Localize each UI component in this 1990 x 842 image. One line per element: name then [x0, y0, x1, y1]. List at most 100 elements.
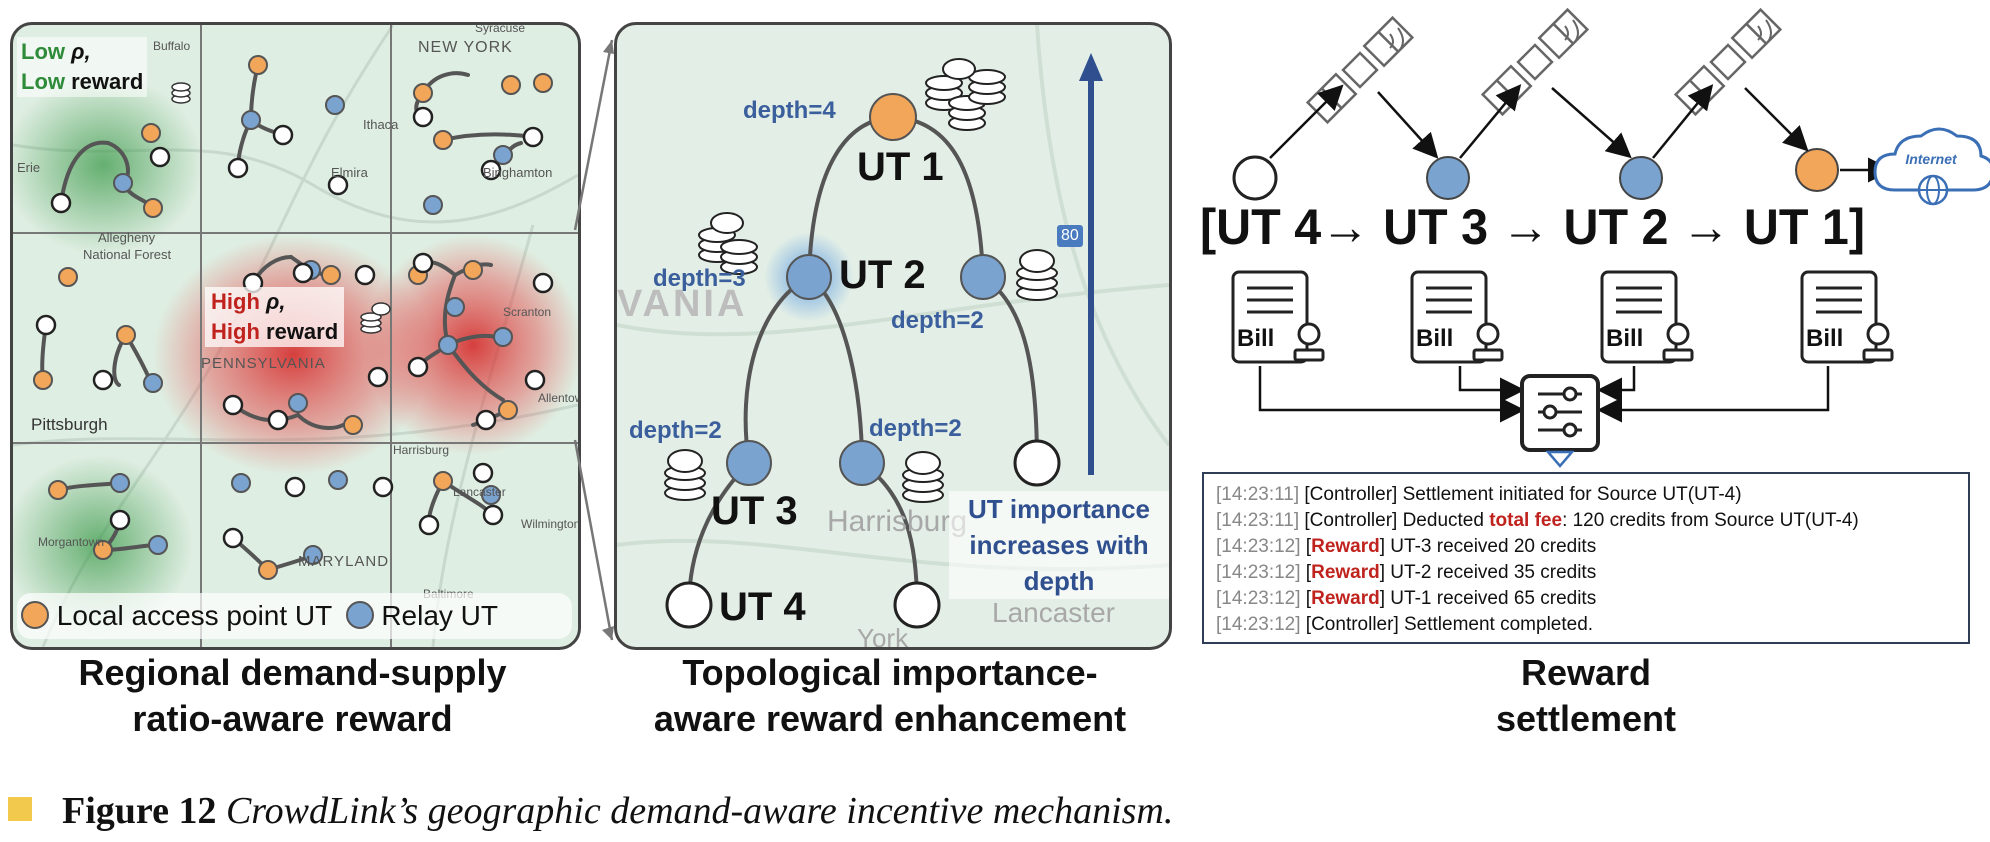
legend-relay-label: Relay UT	[381, 600, 499, 631]
map-label-erie: Erie	[17, 160, 41, 175]
log-timestamp: [14:23:12]	[1216, 536, 1301, 557]
log-text: [Controller] Settlement initiated for So…	[1299, 484, 1742, 505]
bill-label-2: Bill	[1416, 325, 1453, 352]
map-label-harrisburg: Harrisburg	[393, 443, 450, 457]
ut4-label: UT 4	[719, 585, 806, 629]
log-text: [Controller] Deducted	[1299, 510, 1490, 531]
log-line-2: [14:23:11] [Controller] Deducted total f…	[1216, 508, 1956, 534]
chain-ut3-node	[1426, 156, 1470, 200]
right-caption-line1: Reward	[1520, 652, 1652, 693]
log-timestamp: [14:23:11]	[1216, 484, 1300, 505]
map-label-allentown: Allentown	[538, 391, 578, 405]
log-line-5: [14:23:12] [Reward] UT-1 received 65 cre…	[1216, 586, 1956, 612]
depth3-label: depth=3	[653, 265, 746, 292]
log-timestamp: [14:23:11]	[1216, 510, 1300, 531]
chain-ut4-node	[1232, 155, 1278, 201]
high-word: High	[211, 289, 260, 314]
importance-text: UT importance increases with depth	[949, 491, 1169, 599]
chain-text: [UT 4→ UT 3 → UT 2 → UT 1]	[1200, 199, 1865, 255]
figure-caption: Figure 12 CrowdLink’s geographic demand-…	[8, 788, 1173, 834]
high-demand-glow-2	[363, 235, 578, 455]
region-grid	[13, 25, 578, 647]
ut3-sibling-node	[839, 440, 885, 486]
satellite-icon-3	[1673, 7, 1783, 117]
depth2-mid-label: depth=2	[869, 415, 962, 442]
coin-stack-icon-depth2-mid	[902, 451, 944, 503]
settlement-diagram: Internet [UT 4→ UT 3 → UT 2 → UT 1] Bill…	[1200, 7, 1990, 468]
log-highlight: Reward	[1311, 588, 1380, 609]
map-label-binghamton: Binghamton	[483, 165, 553, 180]
topology-panel: VANIA Harrisburg Lancaster York 80 depth…	[614, 22, 1172, 650]
ut2-label: UT 2	[839, 253, 926, 297]
left-caption-line2: ratio-aware reward	[132, 698, 453, 739]
controller-settings-icon	[1520, 374, 1600, 468]
rho-symbol: ρ,	[71, 39, 91, 64]
importance-line3: depth	[1023, 566, 1095, 596]
internet-cloud-icon	[1873, 127, 1990, 206]
log-line-3: [14:23:12] [Reward] UT-3 received 20 cre…	[1216, 534, 1956, 560]
chain-ut2-node	[1619, 156, 1663, 200]
middle-caption-line1: Topological importance-	[682, 652, 1098, 693]
log-highlight: total fee	[1489, 510, 1563, 531]
log-text: [	[1300, 588, 1312, 609]
bg-label-vania: VANIA	[617, 283, 748, 325]
left-caption: Regional demand-supply ratio-aware rewar…	[10, 650, 575, 742]
map-label-scranton: Scranton	[503, 305, 552, 319]
map-label-elmira: Elmira	[331, 165, 368, 180]
low-rho-label: Low ρ, Low reward	[17, 37, 148, 97]
map-label-lancaster: Lancaster	[453, 485, 506, 499]
log-line-6: [14:23:12] [Controller] Settlement compl…	[1216, 612, 1956, 638]
importance-line1: UT importance	[967, 494, 1151, 524]
low-word-2: Low	[21, 69, 65, 94]
figure-caption-text: CrowdLink’s geographic demand-aware ince…	[225, 790, 1174, 832]
local-access-point-nodes	[33, 55, 553, 580]
high-reward-word: reward	[266, 319, 339, 344]
map-label-pennsylvania: PENNSYLVANIA	[201, 355, 326, 372]
bg-label-york: York	[857, 623, 909, 650]
chain-ut1-node	[1795, 148, 1839, 192]
log-text-post: ] UT-2 received 35 credits	[1379, 562, 1597, 583]
left-caption-line1: Regional demand-supply	[78, 652, 507, 693]
log-text: [Controller] Settlement completed.	[1300, 614, 1594, 635]
ut1-node	[869, 93, 917, 141]
map-label-maryland: MARYLAND	[298, 553, 390, 570]
bill-icon-1: Bill	[1231, 270, 1325, 364]
coin-stack-icon-ut1	[925, 58, 1006, 131]
map-label-allegheny: Allegheny	[98, 230, 156, 245]
log-line-1: [14:23:11] [Controller] Settlement initi…	[1216, 482, 1956, 508]
log-text-post: ] UT-1 received 65 credits	[1379, 588, 1597, 609]
bg-label-harrisburg: Harrisburg	[827, 505, 968, 538]
coin-icon-low	[171, 82, 191, 104]
right-caption: Reward settlement	[1202, 650, 1970, 742]
log-timestamp: [14:23:12]	[1216, 614, 1301, 635]
depth2-right-label: depth=2	[891, 307, 984, 334]
uplink-downlink-arrows	[1269, 84, 1893, 183]
legend-local-swatch	[21, 601, 49, 629]
log-highlight: Reward	[1311, 562, 1380, 583]
bill-label-4: Bill	[1806, 325, 1843, 352]
figure-label: Figure 12	[62, 790, 217, 832]
ut2-node	[786, 254, 832, 300]
map-label-buffalo: Buffalo	[153, 39, 191, 53]
low-reward-word: reward	[71, 69, 144, 94]
bill-label-1: Bill	[1237, 325, 1274, 352]
map-label-pittsburgh: Pittsburgh	[31, 415, 108, 434]
signal-icons	[1389, 19, 1772, 53]
map-label-ithaca: Ithaca	[363, 117, 399, 132]
bill-label-3: Bill	[1606, 325, 1643, 352]
log-text-post: : 120 credits from Source UT(UT-4)	[1562, 510, 1859, 531]
low-word: Low	[21, 39, 65, 64]
ut4-node	[665, 581, 713, 629]
depth2-left-label: depth=2	[629, 417, 722, 444]
settlement-log: [14:23:11] [Controller] Settlement initi…	[1202, 472, 1970, 644]
plain-ut-nodes	[35, 106, 554, 549]
coin-stack-icon-ut2	[698, 212, 758, 275]
depth4-label: depth=4	[743, 97, 836, 124]
legend-relay-swatch	[345, 601, 374, 629]
bg-label-80: 80	[1057, 225, 1083, 247]
coin-stack-icon-ut3	[664, 449, 706, 501]
satellite-icon-2	[1480, 7, 1590, 117]
bg-label-lancaster: Lancaster	[992, 597, 1115, 628]
log-timestamp: [14:23:12]	[1216, 562, 1301, 583]
middle-caption-line2: aware reward enhancement	[653, 698, 1127, 739]
